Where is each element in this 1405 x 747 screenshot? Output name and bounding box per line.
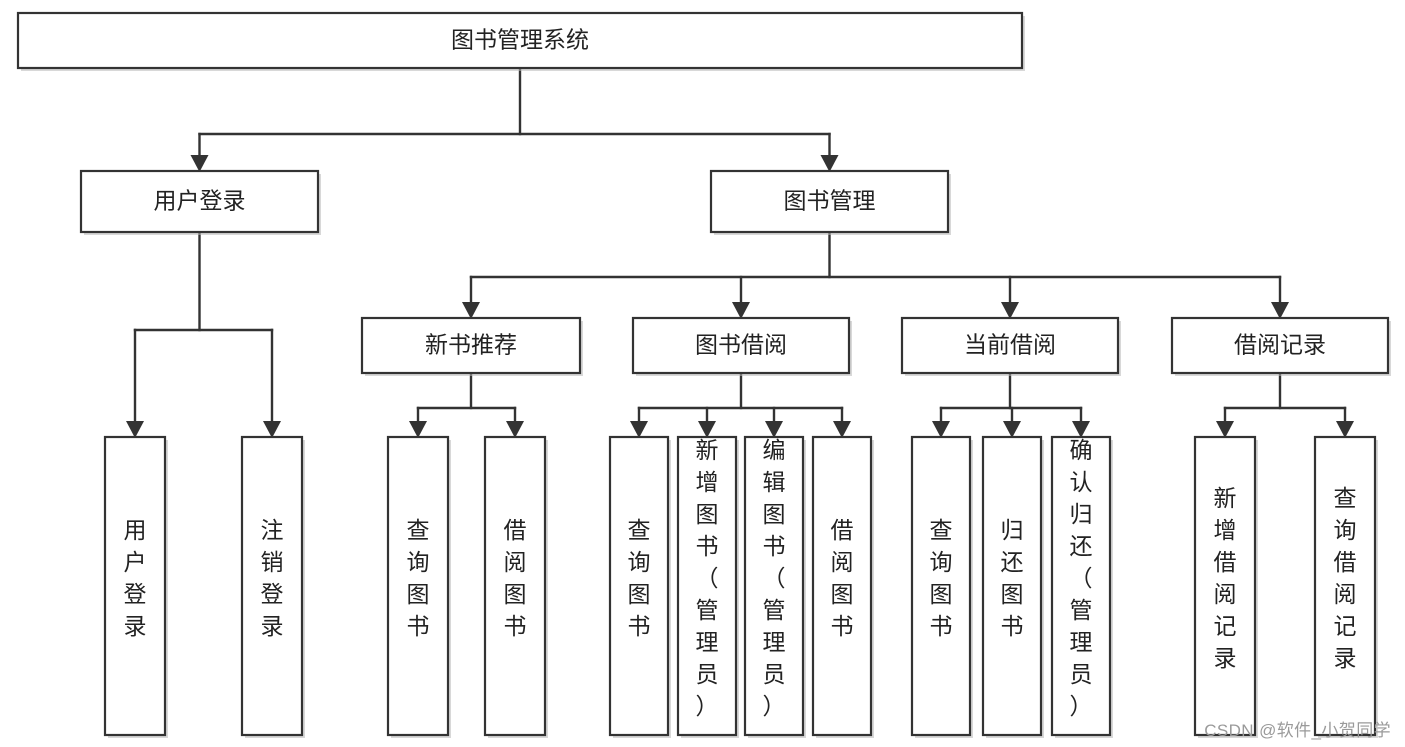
node-rect[interactable] <box>1050 435 1112 737</box>
node-label: 用户登录 <box>124 517 147 639</box>
node-rect[interactable] <box>16 11 1024 70</box>
node-label: 查询图书 <box>407 517 430 639</box>
leaf-leaf-user-login[interactable]: 用户登录 <box>103 435 168 738</box>
node-label: 图书管理 <box>784 188 876 214</box>
connector-group-user-login <box>126 230 281 438</box>
node-label: 注销登录 <box>261 517 284 639</box>
connector-arrowhead <box>409 421 427 438</box>
connector-group-new-book-recommend <box>409 371 524 438</box>
node-label: 借阅图书 <box>504 517 527 639</box>
node-rect[interactable] <box>910 435 972 737</box>
watermark-text: CSDN @软件_小贺同学 <box>1204 721 1391 740</box>
connectors-layer <box>126 66 1354 438</box>
connector-arrowhead <box>1216 421 1234 438</box>
node-label: 新书推荐 <box>425 332 517 358</box>
connector-group-root <box>190 66 839 172</box>
connector-arrowhead <box>732 302 750 319</box>
node-label: 编辑图书（管理员） <box>763 437 786 719</box>
connector-arrowhead <box>1072 421 1090 438</box>
node-rect[interactable] <box>743 435 805 737</box>
leaf-leaf-query-book-current[interactable]: 查询图书 <box>910 435 973 738</box>
leaf-leaf-borrow-book-recommend[interactable]: 借阅图书 <box>483 435 548 738</box>
leaf-leaf-confirm-return-admin[interactable]: 确认归还（管理员） <box>1050 435 1113 738</box>
connector-arrowhead <box>1001 302 1019 319</box>
node-rect[interactable] <box>1313 435 1377 737</box>
connector-arrowhead <box>698 421 716 438</box>
node-rect[interactable] <box>1170 316 1390 375</box>
connector-arrowhead <box>263 421 281 438</box>
node-rect[interactable] <box>981 435 1043 737</box>
leaf-leaf-add-borrow-record[interactable]: 新增借阅记录 <box>1193 435 1258 738</box>
node-rect[interactable] <box>900 316 1120 375</box>
leaf-leaf-edit-book-admin[interactable]: 编辑图书（管理员） <box>743 435 806 738</box>
node-rect[interactable] <box>811 435 873 737</box>
connector-arrowhead <box>462 302 480 319</box>
connector-arrowhead <box>190 155 209 172</box>
connector-arrowhead <box>932 421 950 438</box>
leaf-leaf-query-book-borrow[interactable]: 查询图书 <box>608 435 671 738</box>
connector-arrowhead <box>1003 421 1021 438</box>
connector-arrowhead <box>1336 421 1354 438</box>
node-rect[interactable] <box>483 435 547 737</box>
connector-group-book-borrow <box>630 371 851 438</box>
node-rect[interactable] <box>386 435 450 737</box>
node-rect[interactable] <box>608 435 670 737</box>
connector-group-book-management <box>462 230 1289 319</box>
node-label: 查询图书 <box>930 517 953 639</box>
leaf-leaf-query-book-recommend[interactable]: 查询图书 <box>386 435 451 738</box>
connector-arrowhead <box>506 421 524 438</box>
node-label: 查询借阅记录 <box>1334 485 1357 671</box>
node-label: 借阅图书 <box>831 517 854 639</box>
leaf-leaf-add-book-admin[interactable]: 新增图书（管理员） <box>676 435 739 738</box>
connector-group-borrow-record <box>1216 371 1354 438</box>
node-root[interactable]: 图书管理系统 <box>16 11 1025 71</box>
node-rect[interactable] <box>360 316 582 375</box>
leaf-leaf-query-borrow-record[interactable]: 查询借阅记录 <box>1313 435 1378 738</box>
leaf-leaf-user-logout[interactable]: 注销登录 <box>240 435 305 738</box>
connector-arrowhead <box>765 421 783 438</box>
node-borrow-record[interactable]: 借阅记录 <box>1170 316 1391 376</box>
node-rect[interactable] <box>709 169 950 234</box>
node-label: 新增借阅记录 <box>1214 485 1237 671</box>
connector-arrowhead <box>820 155 839 172</box>
node-rect[interactable] <box>79 169 320 234</box>
leaf-leaf-borrow-book[interactable]: 借阅图书 <box>811 435 874 738</box>
node-label: 查询图书 <box>628 517 651 639</box>
node-book-borrow[interactable]: 图书借阅 <box>631 316 852 376</box>
leaf-leaf-return-book[interactable]: 归还图书 <box>981 435 1044 738</box>
node-rect[interactable] <box>1193 435 1257 737</box>
connector-arrowhead <box>833 421 851 438</box>
node-label: 确认归还（管理员） <box>1070 437 1093 719</box>
node-new-book-recommend[interactable]: 新书推荐 <box>360 316 583 376</box>
connector-arrowhead <box>126 421 144 438</box>
node-label: 借阅记录 <box>1234 332 1326 358</box>
node-label: 归还图书 <box>1001 517 1024 639</box>
nodes-layer: 图书管理系统用户登录图书管理新书推荐图书借阅当前借阅借阅记录用户登录注销登录查询… <box>16 11 1391 738</box>
node-label: 新增图书（管理员） <box>696 437 719 719</box>
node-rect[interactable] <box>240 435 304 737</box>
node-label: 图书管理系统 <box>451 27 589 53</box>
node-label: 当前借阅 <box>964 332 1056 358</box>
connector-group-current-borrow <box>932 371 1090 438</box>
connector-arrowhead <box>1271 302 1289 319</box>
node-label: 用户登录 <box>154 188 246 214</box>
node-rect[interactable] <box>631 316 851 375</box>
node-book-management[interactable]: 图书管理 <box>709 169 951 235</box>
node-rect[interactable] <box>103 435 167 737</box>
node-current-borrow[interactable]: 当前借阅 <box>900 316 1121 376</box>
node-user-login[interactable]: 用户登录 <box>79 169 321 235</box>
node-label: 图书借阅 <box>695 332 787 358</box>
node-rect[interactable] <box>676 435 738 737</box>
connector-arrowhead <box>630 421 648 438</box>
